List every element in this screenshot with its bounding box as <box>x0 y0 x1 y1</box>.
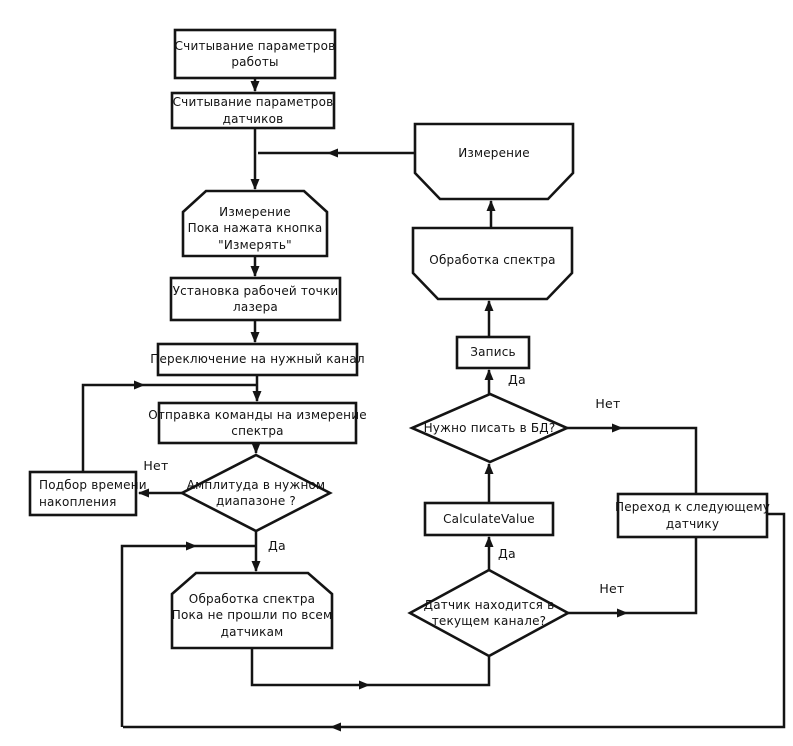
process-box-read-sensor-params <box>170 91 336 130</box>
mid-arrow-right-icon <box>186 541 197 551</box>
loop-start-process-sensors-shape <box>170 571 334 650</box>
edge-return-left-loop <box>120 544 257 727</box>
loop-end-process-shape <box>411 226 574 301</box>
process-box-set-laser-point <box>169 276 342 322</box>
decision-write-db-shape <box>408 392 571 464</box>
process-box-read-work-params <box>173 28 337 80</box>
edge-next-bottom-return <box>123 512 786 729</box>
process-box-calculate-value <box>423 501 555 537</box>
mid-arrow-right-icon <box>617 608 628 618</box>
process-box-send-measure-command <box>157 401 358 445</box>
decision-sensor-channel-shape <box>407 568 571 658</box>
process-box-adjust-accumulation <box>28 470 138 517</box>
process-box-write-record <box>455 335 531 370</box>
process-box-switch-channel <box>156 342 359 377</box>
mid-arrow-right-icon <box>359 680 370 690</box>
edge-sensorchannel-next-no <box>568 538 698 615</box>
process-box-next-sensor <box>616 492 769 539</box>
edge-writedb-next-no <box>567 426 698 493</box>
mid-arrow-right-icon <box>612 423 623 433</box>
loop-start-measure-button-shape <box>181 189 329 258</box>
mid-arrow-left-icon <box>330 722 341 732</box>
edge-adjust-send-loop <box>81 383 258 472</box>
mid-arrow-right-icon <box>134 380 145 390</box>
edge-process-sensorchannel <box>250 648 491 687</box>
mid-arrow-left-icon <box>327 148 338 158</box>
decision-amplitude-shape <box>179 453 333 533</box>
loop-end-measure-shape <box>413 122 575 201</box>
